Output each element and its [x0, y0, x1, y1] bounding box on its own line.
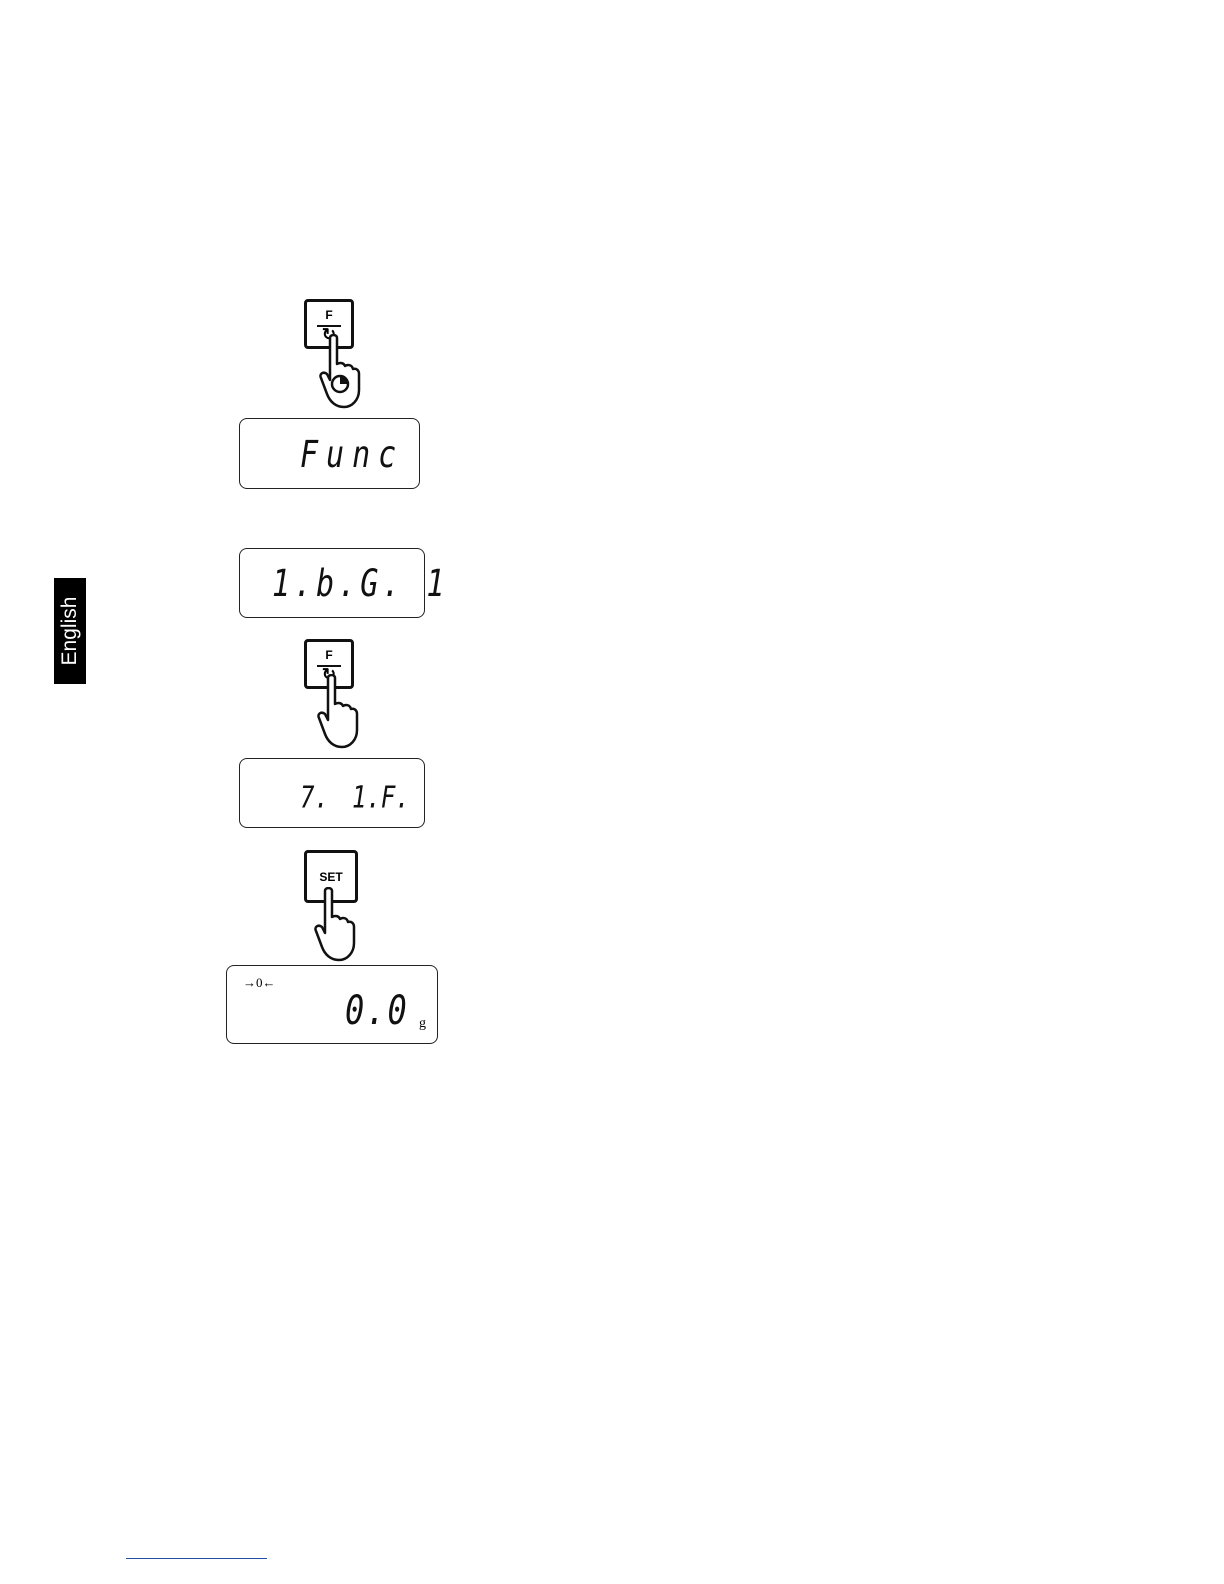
display-text-left: 7. — [300, 780, 329, 815]
function-key-label: F — [307, 648, 351, 662]
footnote-separator — [126, 1558, 267, 1559]
hand-press-icon — [316, 674, 360, 750]
display-text: Func — [300, 433, 404, 477]
set-key-label: SET — [307, 870, 355, 884]
weight-value: 0.0 — [345, 987, 409, 1035]
display-weighing: →0← 0.0 g — [226, 965, 438, 1044]
function-key-label: F — [307, 308, 351, 322]
hand-press-icon — [313, 887, 357, 963]
language-tab: English — [54, 578, 86, 684]
display-func: Func — [239, 418, 420, 489]
display-menu-7: 7. 1.F. — [239, 758, 425, 828]
display-text: 1.b.G. 1 — [272, 562, 449, 606]
display-text-right: 1.F. — [352, 780, 410, 815]
display-menu-1: 1.b.G. 1 — [239, 548, 425, 618]
zero-indicator: →0← — [243, 975, 276, 991]
hand-press-hold-icon — [318, 334, 362, 410]
language-tab-label: English — [58, 597, 82, 666]
weight-unit: g — [419, 1016, 426, 1032]
